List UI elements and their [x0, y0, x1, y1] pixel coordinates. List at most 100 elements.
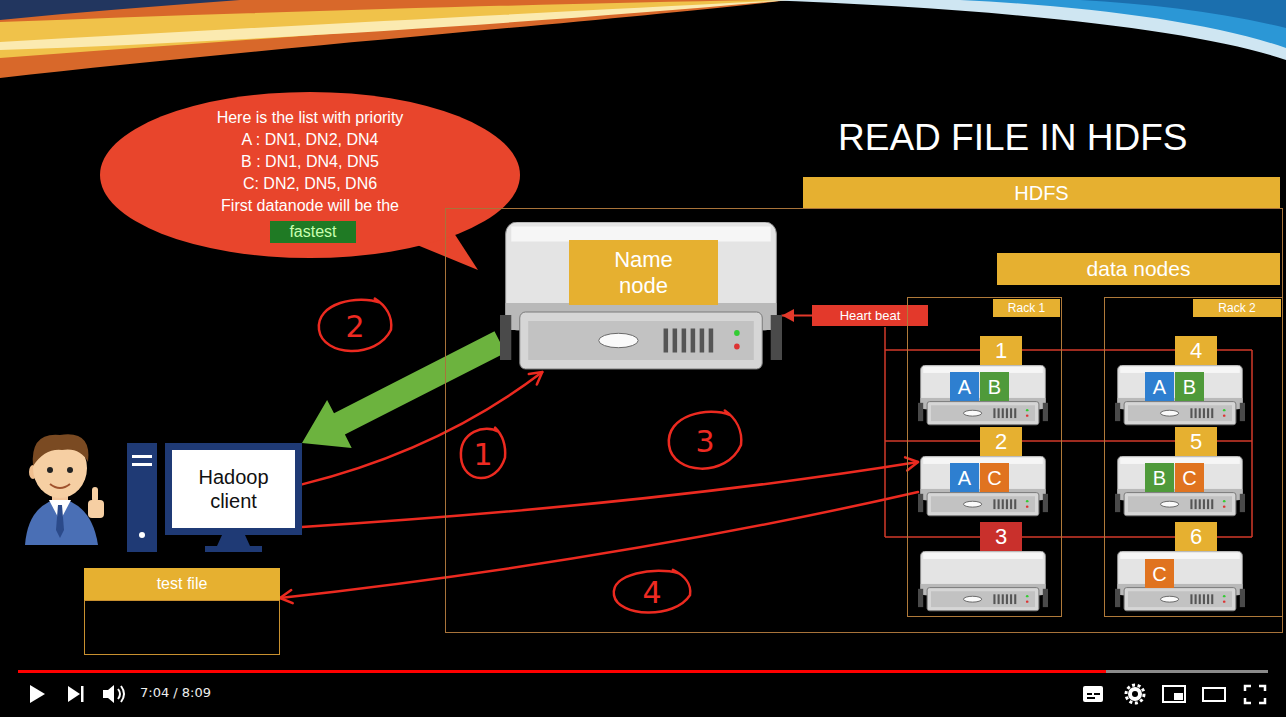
- server-panel: [931, 496, 1035, 512]
- data-block: B: [1175, 372, 1204, 401]
- server-led: [1026, 505, 1029, 507]
- server-vent: [1190, 408, 1192, 418]
- theater-icon: [1203, 688, 1225, 701]
- datanode-id: 6: [1190, 524, 1202, 550]
- monitor-base: [205, 546, 262, 552]
- data-block: C: [1175, 463, 1204, 492]
- server-bezel: [927, 402, 1039, 425]
- server-bezel: [1124, 402, 1236, 425]
- server-foot: [1240, 589, 1245, 607]
- server-icon: [918, 551, 1048, 612]
- hand-drawn-arrow: [302, 457, 918, 527]
- server-panel: [1128, 496, 1232, 512]
- server-bezel: [927, 493, 1039, 516]
- network-line: [885, 349, 980, 351]
- datanode-number: 2: [980, 427, 1022, 456]
- server-drive: [1161, 501, 1179, 507]
- connector-line: [280, 492, 918, 598]
- network-line: [885, 440, 980, 442]
- next-icon: [68, 686, 80, 702]
- hdfs-region: HDFSName nodeHeart beatdata nodesRack 11…: [445, 177, 1283, 633]
- server-vent: [1199, 594, 1201, 604]
- tag-text: fastest: [289, 222, 336, 241]
- server-vent: [993, 408, 995, 418]
- bubble-text: B : DN1, DN4, DN5: [241, 151, 379, 173]
- server-panel: [931, 405, 1035, 421]
- server-vent: [1006, 594, 1008, 604]
- datanode-id: 4: [1190, 338, 1202, 364]
- bubble-line: Here is the list with priority: [100, 107, 520, 129]
- server-led: [1223, 409, 1226, 411]
- monitor-neck: [217, 535, 250, 546]
- region-band: HDFS: [803, 177, 1280, 208]
- server-vent: [1199, 408, 1201, 418]
- server-drive: [964, 596, 982, 602]
- datanode-id: 2: [995, 429, 1007, 455]
- bubble-line: First datanode will be the: [100, 195, 520, 217]
- volume-wave: [118, 689, 120, 699]
- datanode-server: 3: [918, 522, 1048, 612]
- bubble-ellipse: [100, 92, 520, 258]
- server-vent: [1010, 499, 1012, 509]
- server-vent: [1203, 594, 1205, 604]
- bubble-text: C: DN2, DN5, DN6: [243, 173, 377, 195]
- progress-track: [18, 670, 1268, 673]
- server-vent: [1203, 408, 1205, 418]
- hand-drawn-circle: [319, 299, 391, 351]
- rack-name: Rack 2: [1218, 301, 1255, 315]
- speech-bubble: Here is the list with priorityA : DN1, D…: [100, 90, 520, 260]
- server-highlight: [1120, 553, 1240, 559]
- slide-title: READ FILE IN HDFS: [838, 116, 1188, 160]
- server-vent: [1195, 499, 1197, 509]
- next-icon-bar: [81, 686, 84, 702]
- callout-number: 1: [468, 437, 498, 473]
- bubble-line: A : DN1, DN2, DN4: [100, 129, 520, 151]
- datanode-number: 1: [980, 336, 1022, 365]
- server-bezel: [520, 312, 763, 369]
- server-drive: [1161, 410, 1179, 416]
- subtitles-line: [1087, 693, 1092, 695]
- rack-box: Rack 11AB2AC3: [907, 297, 1062, 617]
- server-vent: [1002, 408, 1004, 418]
- network-line: [1217, 536, 1252, 538]
- server-foot: [1043, 403, 1048, 421]
- server-foot: [500, 315, 511, 360]
- server-foot: [918, 589, 923, 607]
- server-panel: [931, 591, 1035, 607]
- data-block: A: [950, 372, 979, 401]
- network-line: [884, 327, 886, 537]
- server-foot: [1240, 403, 1245, 421]
- hand-drawn-arrow: [280, 492, 918, 603]
- client-monitor: Hadoop client: [165, 443, 302, 535]
- server-vent: [998, 408, 1000, 418]
- file-box: test file: [84, 568, 280, 655]
- person-hair: [33, 434, 89, 466]
- hand-drawn-circle: [461, 428, 505, 478]
- network-line: [885, 536, 980, 538]
- hand-drawn-arrow: [302, 372, 542, 484]
- progress-played: [18, 670, 1106, 673]
- arrow-head: [529, 372, 543, 385]
- person-eye: [47, 467, 53, 473]
- server-bezel: [1124, 588, 1236, 611]
- subtitles-icon: [1083, 686, 1103, 702]
- server-vent: [1207, 499, 1209, 509]
- block-letter: B: [988, 375, 1001, 399]
- datanode-number: 4: [1175, 336, 1217, 365]
- bubble-text: First datanode will be the: [221, 195, 399, 217]
- server-vent: [998, 499, 1000, 509]
- server-vent: [1190, 499, 1192, 509]
- tower-button: [139, 532, 145, 538]
- server-vent: [1010, 594, 1012, 604]
- data-block: C: [980, 463, 1009, 492]
- datanode-id: 3: [995, 524, 1007, 550]
- bubble-text-block: Here is the list with priorityA : DN1, D…: [100, 107, 520, 217]
- server-vent: [682, 329, 687, 353]
- data-block: A: [1145, 372, 1174, 401]
- server-panel: [1128, 405, 1232, 421]
- server-vent: [1195, 408, 1197, 418]
- namenode-server: Name node: [500, 222, 782, 372]
- band-title: data nodes: [1087, 256, 1191, 281]
- rack-name: Rack 1: [1008, 301, 1045, 315]
- datanode-number: 6: [1175, 522, 1217, 551]
